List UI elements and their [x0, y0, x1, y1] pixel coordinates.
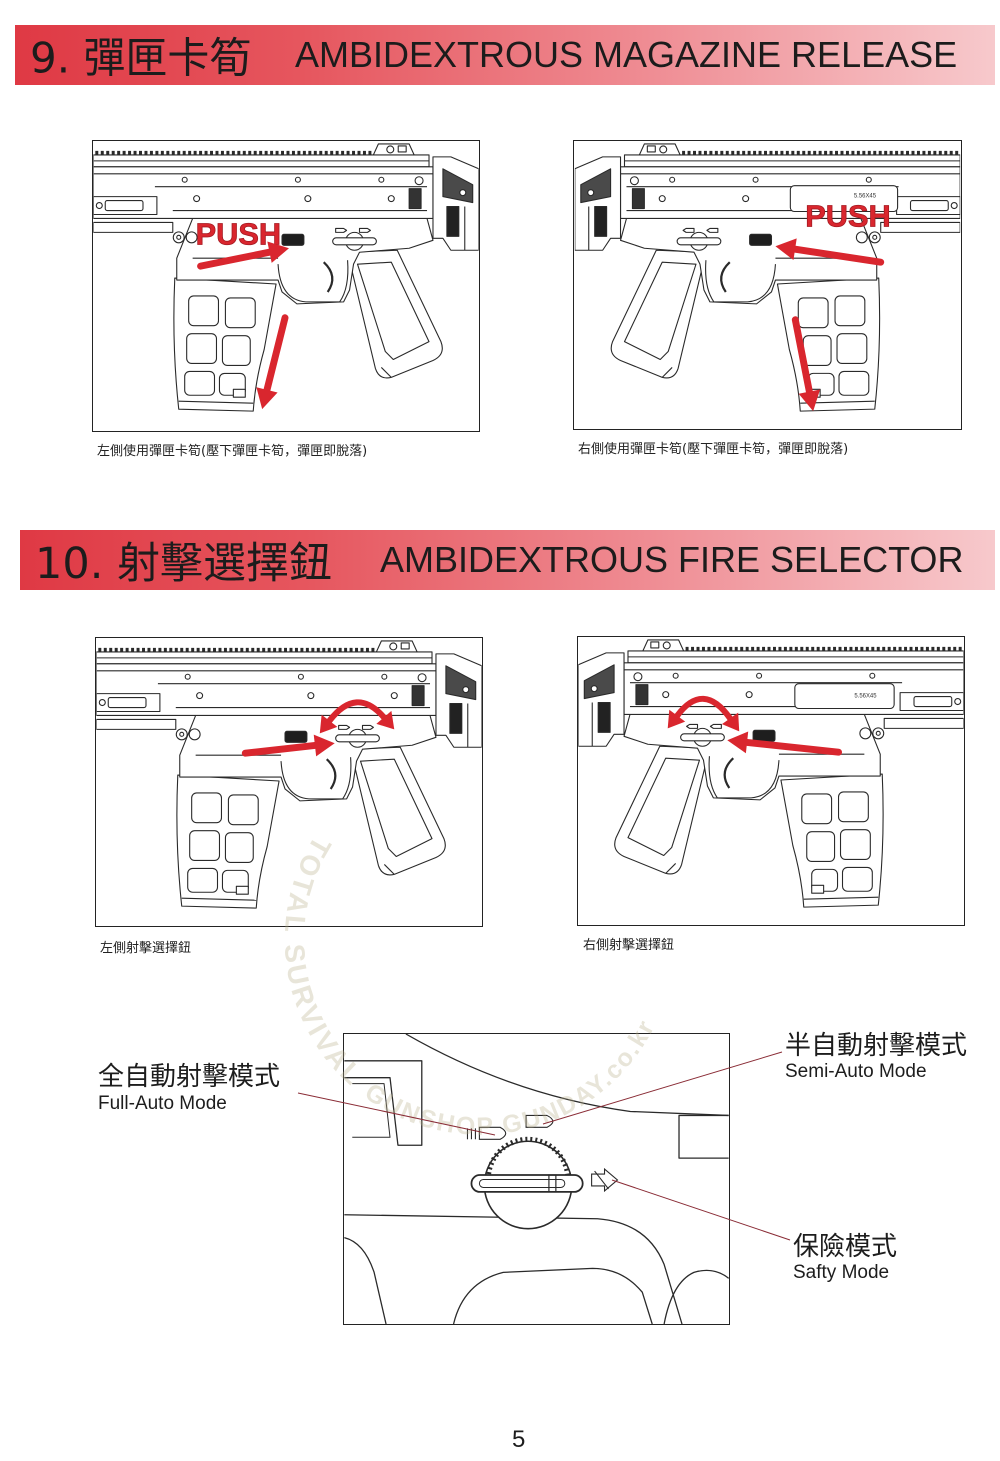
section-9-banner: 9. 彈匣卡筍 AMBIDEXTROUS MAGAZINE RELEASE [15, 25, 995, 85]
caliber-plate: 5.56X45 [789, 185, 899, 213]
section-10-title-zh: 10. 射擊選擇鈕 [35, 539, 333, 589]
full-auto-icon [466, 1126, 507, 1140]
magazine-drop-arrow [256, 314, 289, 410]
rifle-diagram-left-fire-selector [96, 638, 482, 911]
figure-fire-selector-left [95, 637, 483, 927]
lower-receiver-edge [344, 1214, 683, 1324]
rear-opening [344, 1060, 423, 1146]
section-10-banner: 10. 射擊選擇鈕 AMBIDEXTROUS FIRE SELECTOR [20, 530, 995, 590]
section-9-title-en: AMBIDEXTROUS MAGAZINE RELEASE [295, 34, 958, 75]
figure-fire-selector-right: 5.56X45 [577, 636, 965, 926]
caliber-plate-text: 5.56X45 [854, 194, 877, 200]
push-label: PUSH [196, 216, 281, 251]
selector-pointer-arrow [727, 731, 843, 756]
safety-icon [591, 1167, 619, 1193]
selector-rotation-arrow [319, 699, 395, 734]
grip-outline [452, 1267, 653, 1324]
fire-selector-dial [470, 1136, 584, 1230]
full-auto-label-zh: 全自動射擊模式 [98, 1062, 281, 1092]
caliber-plate-text: 5.56X45 [854, 694, 877, 700]
selector-rotation-arrow [667, 695, 740, 732]
full-auto-label-en: Full-Auto Mode [98, 1093, 227, 1114]
push-arrow [775, 238, 885, 266]
semi-auto-icon [525, 1114, 554, 1128]
selector-closeup-diagram [344, 1034, 729, 1324]
caption-mag-release-right: 右側使用彈匣卡筍(壓下彈匣卡筍，彈匣即脫落) [578, 442, 849, 457]
magazine-drop-arrow [791, 316, 821, 412]
semi-auto-label-zh: 半自動射擊模式 [785, 1031, 968, 1061]
section-10-title-en: AMBIDEXTROUS FIRE SELECTOR [380, 539, 964, 580]
rifle-diagram-left-mag-release: PUSH [93, 141, 479, 414]
rifle-diagram-right-mag-release: 5.56X45 PUSH [574, 141, 961, 414]
caption-fire-selector-right: 右側射擊選擇鈕 [583, 938, 675, 953]
selector-pointer-arrow [241, 734, 335, 757]
push-arrow [197, 241, 289, 270]
upper-receiver-edge [405, 1034, 729, 1117]
selector-lever [470, 1174, 584, 1193]
push-label: PUSH [805, 198, 890, 233]
caliber-plate: 5.56X45 [794, 683, 895, 710]
page-number: 5 [512, 1426, 526, 1453]
semi-auto-label-en: Semi-Auto Mode [785, 1061, 927, 1082]
rifle-diagram-right-fire-selector: 5.56X45 [578, 637, 964, 910]
front-block [678, 1114, 729, 1159]
caption-mag-release-left: 左側使用彈匣卡筍(壓下彈匣卡筍，彈匣即脫落) [97, 444, 368, 459]
section-9-title-zh: 9. 彈匣卡筍 [30, 33, 252, 83]
safety-label-zh: 保險模式 [793, 1232, 898, 1262]
caption-fire-selector-left: 左側射擊選擇鈕 [100, 941, 192, 956]
figure-mag-release-left: PUSH [92, 140, 480, 432]
trigger-guard-curve [663, 1269, 729, 1324]
figure-selector-detail [343, 1033, 730, 1325]
figure-mag-release-right: 5.56X45 PUSH [573, 140, 962, 430]
safety-label-en: Safty Mode [793, 1262, 890, 1283]
